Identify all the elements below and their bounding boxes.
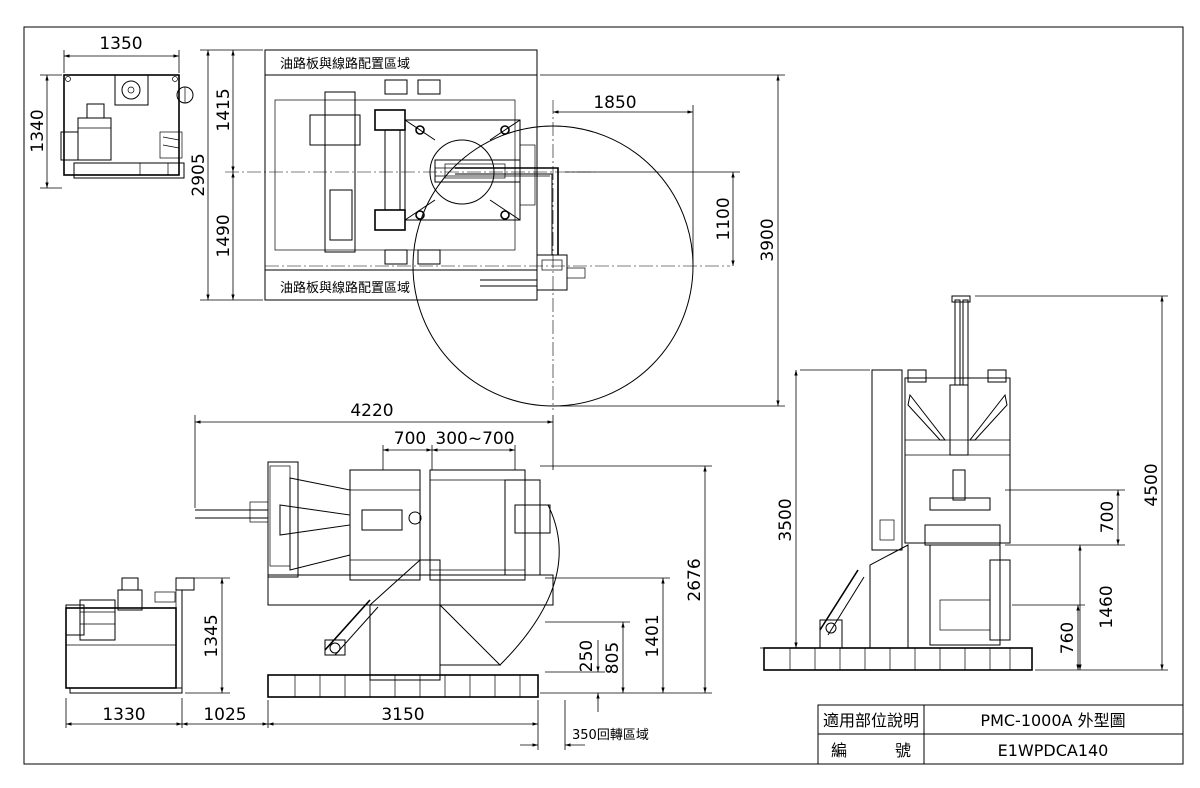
top-view: 1350 1340 油路板與線路配置區域 油路板與線路配置區域 [28,34,785,410]
dim-250: 250 [577,640,597,672]
dim-2676: 2676 [685,558,705,601]
drawing-border [23,26,1184,765]
dim-300-700: 300~700 [435,429,514,449]
pump-unit-side [65,577,195,694]
dim-1330: 1330 [102,705,145,725]
dim-760: 760 [1058,622,1078,654]
title-block-part-label: 適用部位說明 [823,711,919,730]
dim-1401: 1401 [643,614,663,657]
dim-1345: 1345 [202,614,222,657]
zone-label-top: 油路板與線路配置區域 [280,56,410,72]
pump-unit-top [60,74,194,179]
swing-circle [412,125,694,407]
title-block: 適用部位說明 PMC-1000A 外型圖 編 號 E1WPDCA140 [817,704,1184,765]
machine-body-side [195,461,560,698]
dim-1415: 1415 [214,88,234,131]
dim-2905: 2905 [189,153,209,196]
machine-frame-top [264,49,538,301]
dim-805: 805 [603,642,623,674]
dim-1850: 1850 [593,93,636,113]
dim-3900: 3900 [758,218,778,261]
title-block-part-value: PMC-1000A 外型圖 [980,711,1125,730]
machine-body-top [274,79,586,291]
dim-1025: 1025 [203,705,246,725]
dim-1340: 1340 [28,109,48,152]
side-view: 4220 700 300~700 1345 2676 1401 805 250 … [65,401,712,750]
dim-700-stroke: 700 [394,429,426,449]
end-view: 3500 4500 700 1460 760 [760,295,1168,671]
dim-350-rotation-zone: 350回轉區域 [572,728,649,743]
zone-label-bottom: 油路板與線路配置區域 [280,280,410,296]
title-block-number-value: E1WPDCA140 [998,741,1109,760]
dim-700-end: 700 [1098,501,1118,533]
dim-1100: 1100 [714,197,734,240]
dim-4220: 4220 [350,401,393,421]
dim-1350: 1350 [99,34,142,54]
dim-3150: 3150 [381,705,424,725]
dim-3500: 3500 [776,498,796,541]
dim-1460: 1460 [1097,585,1117,628]
title-block-number-label: 編 號 [831,741,911,760]
dim-1490: 1490 [214,214,234,257]
dim-4500: 4500 [1142,463,1162,506]
